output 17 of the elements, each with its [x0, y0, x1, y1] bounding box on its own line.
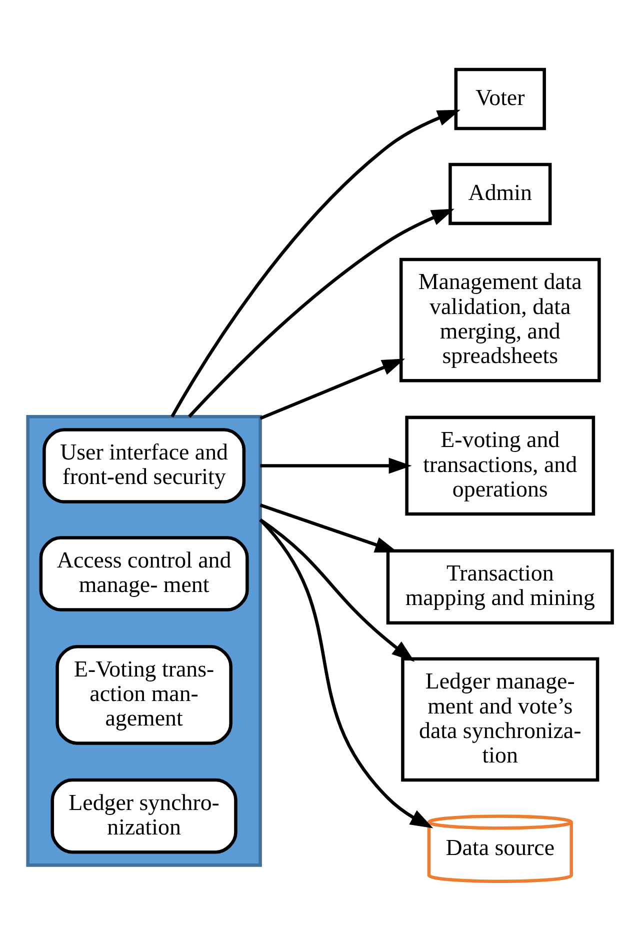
node-box: Access control and manage- ment — [39, 536, 249, 611]
arrow — [259, 518, 434, 828]
arrow — [188, 208, 454, 418]
node-box: Transaction mapping and mining — [386, 548, 614, 624]
node-box: User interface and front-end security — [42, 428, 246, 503]
node-box: Ledger synchro- nization — [50, 778, 238, 854]
arrow — [260, 457, 412, 474]
cluster — [26, 414, 262, 866]
arrow — [260, 358, 406, 420]
node-box: Voter — [454, 67, 546, 130]
arrow — [170, 109, 460, 417]
node-box: Admin — [448, 162, 552, 225]
node-box: Management data validation, data merging, and spreadsheets — [399, 257, 601, 382]
arrow — [259, 518, 415, 662]
node-box: E-Voting trans- action man- agement — [56, 644, 232, 744]
node-box: E-voting and transactions, and operations — [405, 415, 596, 516]
node-box: Ledger manage- ment and vote’s data synchroniza- tion — [401, 656, 600, 782]
